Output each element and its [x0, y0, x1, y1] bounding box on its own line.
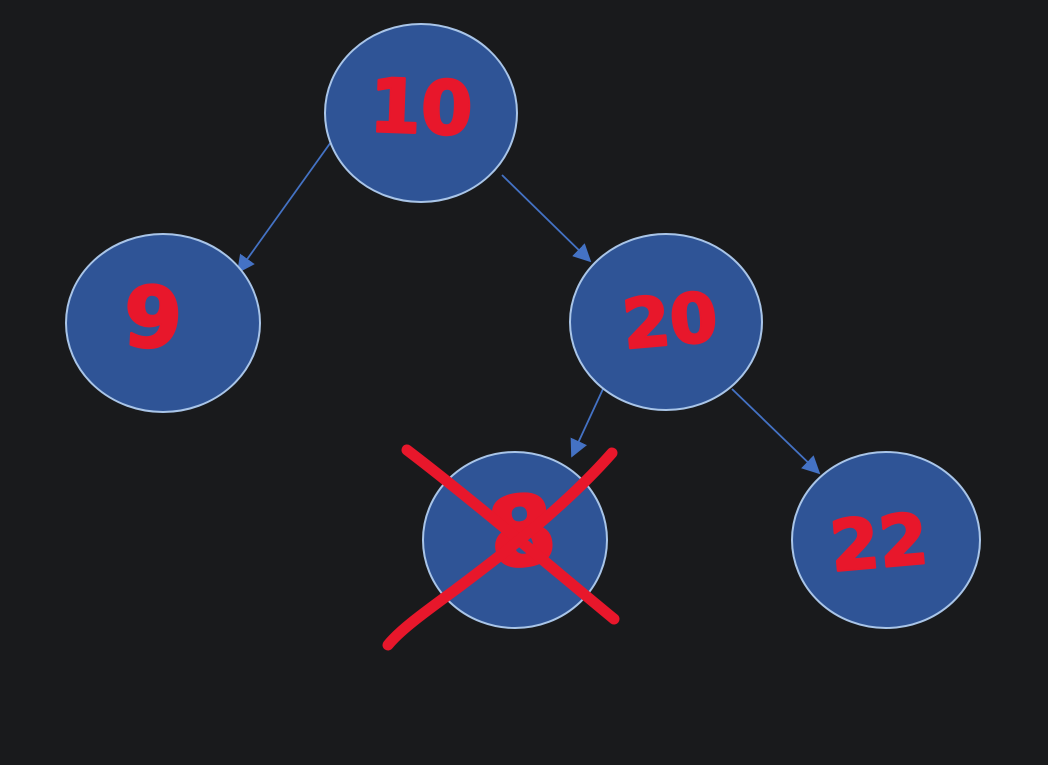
node-10[interactable]: 10	[324, 23, 518, 203]
cross-out-stroke-1[interactable]	[401, 444, 620, 625]
edge-20-22[interactable]	[731, 388, 821, 475]
edge-10-20[interactable]	[501, 174, 592, 263]
node-22[interactable]: 22	[791, 451, 981, 629]
node-9-label: 9	[121, 268, 185, 369]
cross-out-stroke-2[interactable]	[382, 447, 618, 651]
node-20[interactable]: 20	[569, 233, 763, 411]
node-20-label: 20	[619, 279, 720, 366]
node-20-shape[interactable]	[569, 233, 763, 411]
node-22-shape[interactable]	[791, 451, 981, 629]
node-10-label: 10	[368, 63, 474, 153]
node-22-label: 22	[827, 498, 931, 588]
cross-out-mark[interactable]	[382, 444, 620, 651]
edges	[236, 141, 821, 475]
edge-20-8[interactable]	[570, 388, 604, 458]
edge-10-9[interactable]	[236, 141, 332, 274]
node-9[interactable]: 9	[65, 233, 261, 413]
node-10-shape[interactable]	[324, 23, 518, 203]
node-9-shape[interactable]	[65, 233, 261, 413]
